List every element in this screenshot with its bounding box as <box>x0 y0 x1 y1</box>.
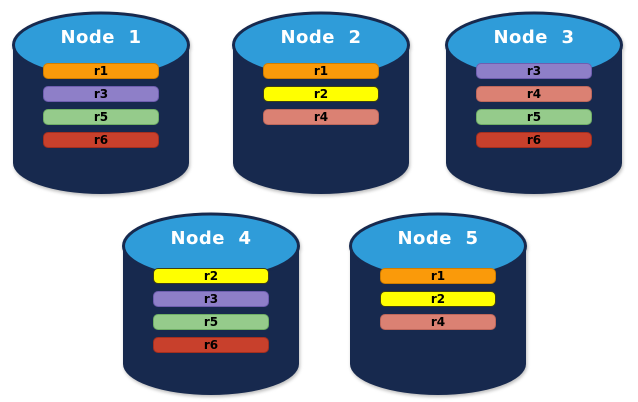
replica-bar: r1 <box>380 268 496 284</box>
replica-bar: r6 <box>153 337 269 353</box>
replica-bar: r4 <box>476 86 592 102</box>
replica-bar: r2 <box>263 86 379 102</box>
replica-bar: r3 <box>153 291 269 307</box>
node-1: Node 1 r1 r3 r5 r6 <box>10 5 192 197</box>
replica-bar: r3 <box>43 86 159 102</box>
replica-bar: r6 <box>43 132 159 148</box>
replica-bar: r2 <box>153 268 269 284</box>
replica-list: r1 r2 r4 <box>380 268 496 330</box>
node-2: Node 2 r1 r2 r4 <box>230 5 412 197</box>
node-title: Node 3 <box>493 27 575 48</box>
replica-list: r1 r3 r5 r6 <box>43 63 159 148</box>
replica-bar: r5 <box>153 314 269 330</box>
replica-bar: r6 <box>476 132 592 148</box>
node-5: Node 5 r1 r2 r4 <box>347 206 529 398</box>
replica-bar: r2 <box>380 291 496 307</box>
replica-list: r1 r2 r4 <box>263 63 379 125</box>
replica-bar: r1 <box>43 63 159 79</box>
replica-bar: r3 <box>476 63 592 79</box>
node-title: Node 2 <box>280 27 362 48</box>
node-title: Node 5 <box>397 228 479 249</box>
node-title: Node 4 <box>170 228 252 249</box>
replica-bar: r1 <box>263 63 379 79</box>
replica-bar: r5 <box>43 109 159 125</box>
node-4: Node 4 r2 r3 r5 r6 <box>120 206 302 398</box>
replica-bar: r5 <box>476 109 592 125</box>
replica-bar: r4 <box>263 109 379 125</box>
replica-list: r3 r4 r5 r6 <box>476 63 592 148</box>
replica-list: r2 r3 r5 r6 <box>153 268 269 353</box>
replica-bar: r4 <box>380 314 496 330</box>
node-title: Node 1 <box>60 27 142 48</box>
node-3: Node 3 r3 r4 r5 r6 <box>443 5 625 197</box>
